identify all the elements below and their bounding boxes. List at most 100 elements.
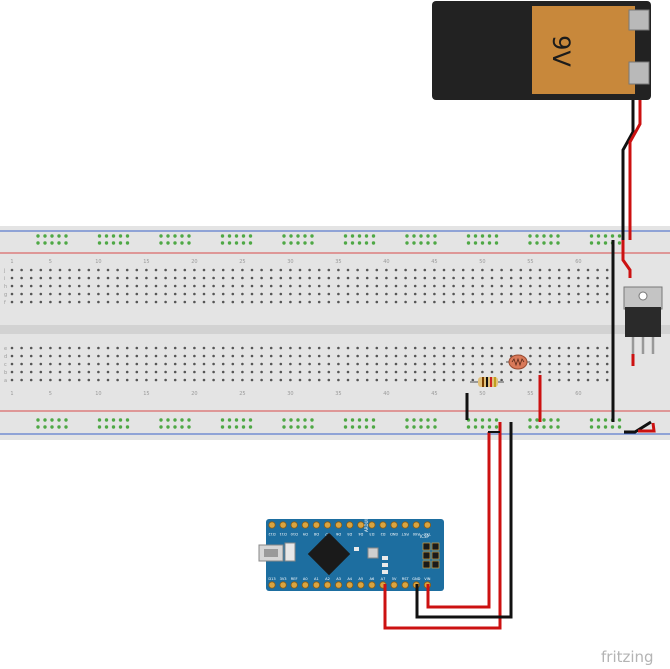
- terminal-hole[interactable]: [538, 354, 542, 358]
- terminal-hole[interactable]: [183, 292, 187, 296]
- rail-hole[interactable]: [412, 418, 416, 422]
- terminal-hole[interactable]: [509, 300, 513, 304]
- terminal-hole[interactable]: [394, 284, 398, 288]
- terminal-hole[interactable]: [20, 292, 23, 296]
- terminal-hole[interactable]: [375, 268, 379, 272]
- terminal-hole[interactable]: [490, 362, 494, 366]
- terminal-hole[interactable]: [346, 300, 350, 304]
- rail-hole[interactable]: [241, 241, 246, 245]
- terminal-hole[interactable]: [241, 370, 244, 374]
- terminal-hole[interactable]: [77, 292, 81, 296]
- terminal-hole[interactable]: [442, 346, 446, 350]
- rail-hole[interactable]: [220, 241, 225, 245]
- rail-hole[interactable]: [494, 418, 499, 422]
- terminal-hole[interactable]: [49, 300, 52, 304]
- rail-hole[interactable]: [64, 234, 68, 238]
- terminal-hole[interactable]: [385, 284, 388, 288]
- rail-hole[interactable]: [227, 241, 232, 245]
- terminal-hole[interactable]: [567, 378, 571, 382]
- terminal-hole[interactable]: [58, 378, 62, 382]
- terminal-hole[interactable]: [289, 378, 292, 382]
- rail-hole[interactable]: [111, 418, 116, 422]
- terminal-hole[interactable]: [193, 300, 196, 304]
- terminal-hole[interactable]: [87, 346, 91, 350]
- terminal-hole[interactable]: [404, 292, 407, 296]
- terminal-hole[interactable]: [145, 292, 148, 296]
- header-pin[interactable]: [268, 581, 276, 589]
- terminal-hole[interactable]: [221, 268, 225, 272]
- terminal-hole[interactable]: [548, 292, 551, 296]
- terminal-hole[interactable]: [298, 284, 302, 288]
- rail-hole[interactable]: [64, 241, 68, 245]
- terminal-hole[interactable]: [87, 362, 91, 366]
- terminal-hole[interactable]: [193, 268, 196, 272]
- terminal-hole[interactable]: [605, 300, 609, 304]
- terminal-hole[interactable]: [260, 346, 263, 350]
- terminal-hole[interactable]: [164, 346, 167, 350]
- terminal-hole[interactable]: [154, 276, 158, 280]
- terminal-hole[interactable]: [375, 354, 379, 358]
- terminal-hole[interactable]: [269, 300, 273, 304]
- terminal-hole[interactable]: [529, 292, 532, 296]
- header-pin[interactable]: [279, 581, 287, 589]
- terminal-hole[interactable]: [125, 268, 129, 272]
- rail-hole[interactable]: [487, 425, 492, 429]
- terminal-hole[interactable]: [461, 378, 465, 382]
- rail-hole[interactable]: [528, 234, 532, 238]
- terminal-hole[interactable]: [317, 346, 321, 350]
- terminal-hole[interactable]: [423, 284, 427, 288]
- terminal-hole[interactable]: [337, 284, 340, 288]
- terminal-hole[interactable]: [77, 284, 81, 288]
- rail-hole[interactable]: [426, 418, 430, 422]
- terminal-hole[interactable]: [308, 378, 311, 382]
- header-pin[interactable]: [312, 581, 320, 589]
- rail-hole[interactable]: [97, 241, 102, 245]
- terminal-hole[interactable]: [375, 370, 379, 374]
- terminal-hole[interactable]: [365, 354, 369, 358]
- terminal-hole[interactable]: [385, 370, 388, 374]
- rail-hole[interactable]: [405, 425, 409, 429]
- terminal-hole[interactable]: [586, 362, 590, 366]
- terminal-hole[interactable]: [125, 346, 129, 350]
- terminal-hole[interactable]: [116, 354, 119, 358]
- terminal-hole[interactable]: [557, 362, 561, 366]
- rail-hole[interactable]: [589, 241, 594, 245]
- terminal-hole[interactable]: [231, 354, 235, 358]
- terminal-hole[interactable]: [289, 300, 292, 304]
- terminal-hole[interactable]: [193, 276, 196, 280]
- terminal-hole[interactable]: [202, 346, 206, 350]
- rail-hole[interactable]: [480, 234, 485, 238]
- terminal-hole[interactable]: [519, 276, 523, 280]
- rail-hole[interactable]: [528, 241, 532, 245]
- terminal-hole[interactable]: [394, 300, 398, 304]
- terminal-hole[interactable]: [394, 268, 398, 272]
- rail-hole[interactable]: [36, 234, 40, 238]
- rail-hole[interactable]: [556, 234, 560, 238]
- terminal-hole[interactable]: [433, 354, 436, 358]
- rail-hole[interactable]: [227, 418, 232, 422]
- voltage-regulator[interactable]: [623, 286, 663, 354]
- terminal-hole[interactable]: [221, 362, 225, 366]
- terminal-hole[interactable]: [298, 300, 302, 304]
- terminal-hole[interactable]: [471, 362, 475, 366]
- rail-hole[interactable]: [419, 241, 423, 245]
- terminal-hole[interactable]: [221, 354, 225, 358]
- terminal-hole[interactable]: [298, 370, 302, 374]
- terminal-hole[interactable]: [538, 292, 542, 296]
- rail-hole[interactable]: [173, 234, 177, 238]
- terminal-hole[interactable]: [577, 346, 580, 350]
- terminal-hole[interactable]: [269, 362, 273, 366]
- rail-hole[interactable]: [466, 234, 471, 238]
- terminal-hole[interactable]: [442, 276, 446, 280]
- rail-hole[interactable]: [556, 418, 560, 422]
- terminal-hole[interactable]: [346, 292, 350, 296]
- terminal-hole[interactable]: [135, 268, 139, 272]
- terminal-hole[interactable]: [500, 362, 503, 366]
- resistor[interactable]: [470, 377, 504, 387]
- terminal-hole[interactable]: [596, 378, 599, 382]
- terminal-hole[interactable]: [481, 268, 484, 272]
- terminal-hole[interactable]: [10, 300, 14, 304]
- header-pin[interactable]: [357, 581, 365, 589]
- terminal-hole[interactable]: [577, 300, 580, 304]
- rail-hole[interactable]: [419, 418, 423, 422]
